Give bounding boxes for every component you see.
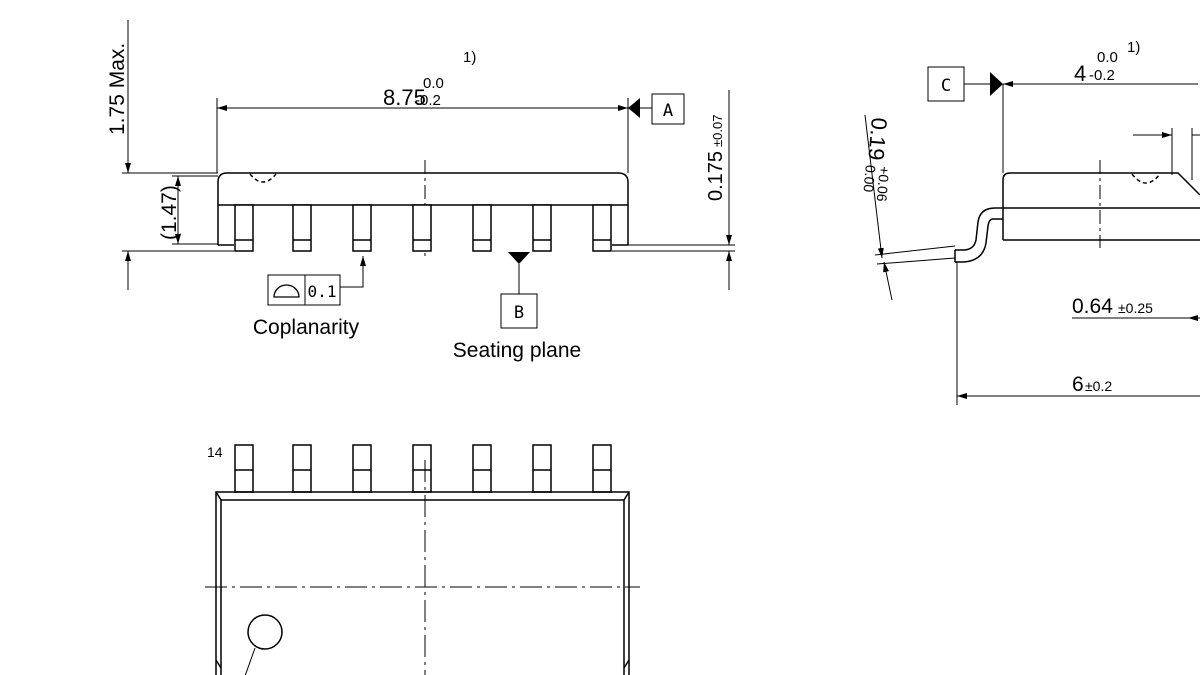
coplanarity-symbol-icon <box>273 284 300 298</box>
coplanarity-label: Coplanarity <box>253 316 360 339</box>
datum-a-symbol: A <box>628 93 685 125</box>
datum-b-symbol: B <box>500 252 538 329</box>
side-lead <box>292 204 312 252</box>
side-view-dimensions <box>122 20 735 290</box>
side-view-leads <box>234 204 612 252</box>
side-lead <box>472 204 492 252</box>
top-view-body <box>215 491 630 675</box>
dim-lead-thickness-lower-tol: 0.00 <box>860 164 878 193</box>
top-lead <box>412 444 432 493</box>
dim-standoff-value: 0.175 <box>705 151 727 201</box>
end-view-dimensions <box>864 81 1200 405</box>
dim-standoff-tol: ±0.07 <box>710 115 725 147</box>
top-lead <box>352 444 372 493</box>
dim-lead-length-value: 0.64 <box>1072 295 1113 318</box>
top-lead <box>292 444 312 493</box>
dim-total-height: 1.75 Max. <box>106 43 129 135</box>
dim-lead-thickness-value: 0.19 <box>863 117 892 162</box>
coplanarity-frame <box>267 274 341 306</box>
top-lead <box>234 444 254 493</box>
end-view-body <box>1002 172 1200 240</box>
side-lead <box>412 204 432 252</box>
top-view <box>205 460 640 675</box>
pin1-indicator-icon <box>247 614 283 650</box>
datum-b-label: B <box>514 303 524 323</box>
dim-note-ref-2: 1) <box>1127 39 1140 56</box>
datum-c-symbol: C <box>927 66 1003 102</box>
dim-body-height-ref: (1.47) <box>158 185 181 240</box>
dim-overall-width-tol: ±0.2 <box>1085 378 1112 394</box>
pin1-hidden-mark <box>249 173 277 183</box>
end-view <box>954 160 1200 263</box>
seating-plane-label: Seating plane <box>453 339 581 362</box>
coplanarity-tolerance: 0.1 <box>308 282 337 301</box>
top-lead <box>532 444 552 493</box>
side-lead <box>592 204 612 252</box>
top-view-leads <box>234 444 612 493</box>
top-lead <box>592 444 612 493</box>
dim-note-ref-1: 1) <box>463 49 476 66</box>
dim-lead-length-tol: ±0.25 <box>1118 300 1153 316</box>
top-lead <box>472 444 492 493</box>
side-lead <box>352 204 372 252</box>
side-lead <box>532 204 552 252</box>
dim-lead-thickness-upper-tol: +0.06 <box>874 166 893 203</box>
dim-body-length-value: 8.75 <box>383 85 426 110</box>
dim-body-width-value: 4 <box>1074 61 1086 86</box>
dim-body-width-upper-tol: 0.0 <box>1097 49 1118 66</box>
dim-body-length-lower-tol: -0.2 <box>415 92 441 109</box>
end-view-lead <box>955 207 1003 251</box>
datum-c-label: C <box>941 76 951 96</box>
datum-a-label: A <box>663 101 673 121</box>
side-lead <box>234 204 254 252</box>
dim-body-width-lower-tol: -0.2 <box>1089 67 1115 84</box>
dim-overall-width-value: 6 <box>1072 373 1084 396</box>
side-view-body <box>217 172 629 245</box>
dim-body-length-upper-tol: 0.0 <box>423 75 444 92</box>
pin-14-label: 14 <box>207 444 223 460</box>
